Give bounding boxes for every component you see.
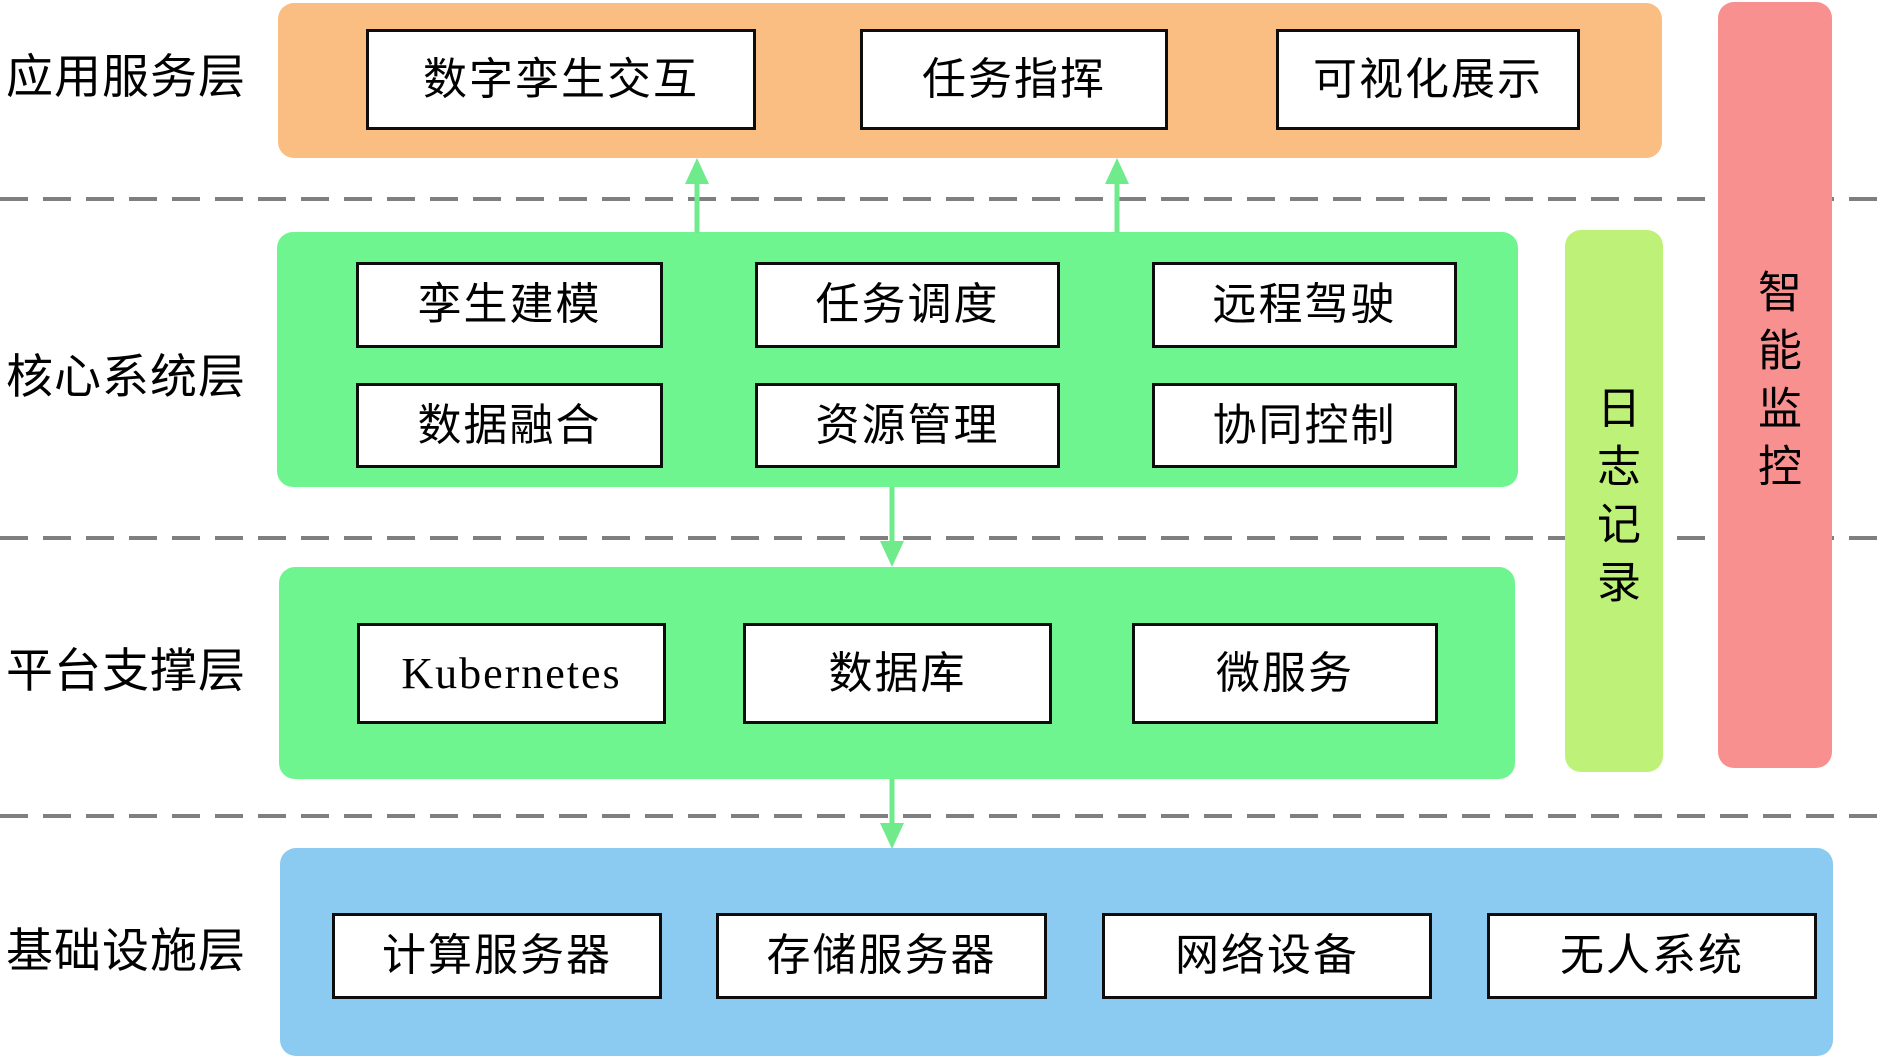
box-visualization-display: 可视化展示 — [1276, 29, 1580, 130]
monitoring-bar-label: 智能监控 — [1751, 269, 1800, 501]
box-resource-management: 资源管理 — [755, 383, 1060, 468]
layer-label-core: 核心系统层 — [6, 352, 246, 404]
box-mission-command: 任务指挥 — [860, 29, 1168, 130]
layer-label-infrastructure: 基础设施层 — [6, 926, 246, 978]
box-database: 数据库 — [743, 623, 1052, 724]
box-microservices: 微服务 — [1132, 623, 1438, 724]
box-compute-server: 计算服务器 — [332, 913, 662, 999]
box-unmanned-system: 无人系统 — [1487, 913, 1817, 999]
box-network-device: 网络设备 — [1102, 913, 1432, 999]
arrow-core-to-platform — [880, 487, 904, 567]
box-collaborative-control: 协同控制 — [1152, 383, 1457, 468]
box-storage-server: 存储服务器 — [716, 913, 1047, 999]
arrow-core-to-application-1 — [685, 158, 709, 233]
layer-divider-1 — [0, 197, 1890, 201]
arrow-core-to-application-2 — [1105, 158, 1129, 233]
layer-divider-2 — [0, 536, 1890, 540]
logging-bar: 日志记录 — [1565, 230, 1663, 772]
box-kubernetes: Kubernetes — [357, 623, 666, 724]
logging-bar-label: 日志记录 — [1590, 385, 1639, 617]
layer-label-application: 应用服务层 — [6, 52, 246, 104]
box-twin-modeling: 孪生建模 — [356, 262, 663, 348]
box-task-scheduling: 任务调度 — [755, 262, 1060, 348]
box-data-fusion: 数据融合 — [356, 383, 663, 468]
monitoring-bar: 智能监控 — [1718, 2, 1832, 768]
layer-label-platform: 平台支撑层 — [6, 646, 246, 698]
layer-divider-3 — [0, 814, 1890, 818]
box-digital-twin-interaction: 数字孪生交互 — [366, 29, 756, 130]
box-remote-driving: 远程驾驶 — [1152, 262, 1457, 348]
